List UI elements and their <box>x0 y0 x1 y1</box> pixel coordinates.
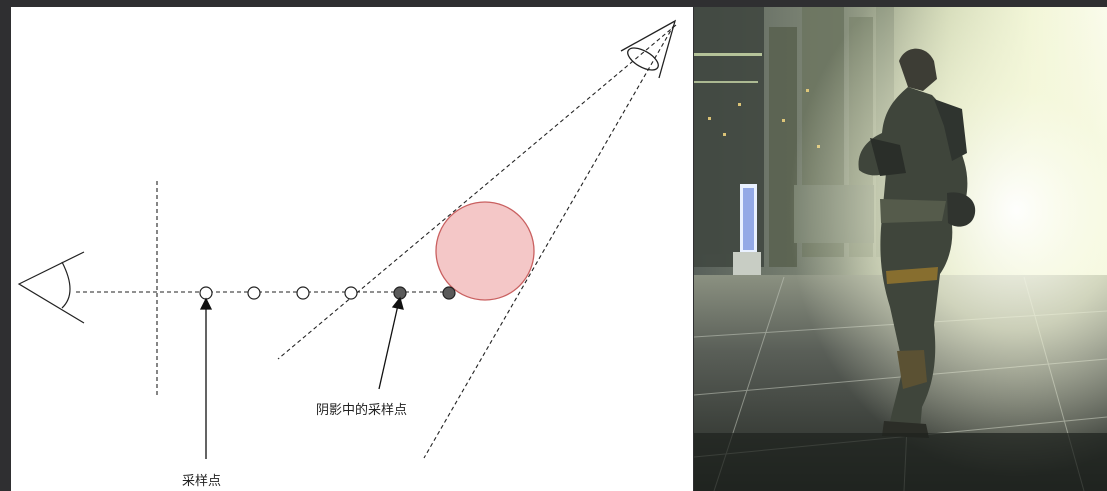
shadow-sample-label: 阴影中的采样点 <box>316 403 408 418</box>
bottom-shadow <box>694 433 1107 491</box>
sample-point <box>247 286 261 300</box>
shadow-sample-arrow-line <box>378 304 399 390</box>
sample-point-label: 采样点 <box>182 474 222 489</box>
shadow-sample-arrowhead <box>391 296 404 310</box>
light-ray-upper <box>277 24 677 360</box>
sample-point-arrowhead <box>199 297 213 310</box>
character-render-image <box>694 7 1107 491</box>
sample-point <box>199 286 213 300</box>
light-cone-icon <box>620 19 677 79</box>
eye-icon <box>17 251 85 324</box>
diagram-svg <box>17 19 677 459</box>
shadow-sampling-diagram: 阴影中的采样点 采样点 <box>11 7 693 491</box>
annotation-arrows <box>199 296 404 459</box>
occluder-sphere <box>435 201 535 301</box>
sample-point <box>344 286 358 300</box>
light-ray-lower <box>423 24 675 459</box>
sample-point <box>296 286 310 300</box>
render-svg <box>694 7 1107 491</box>
shadow-sample-point <box>442 286 456 300</box>
sample-points <box>199 286 456 300</box>
